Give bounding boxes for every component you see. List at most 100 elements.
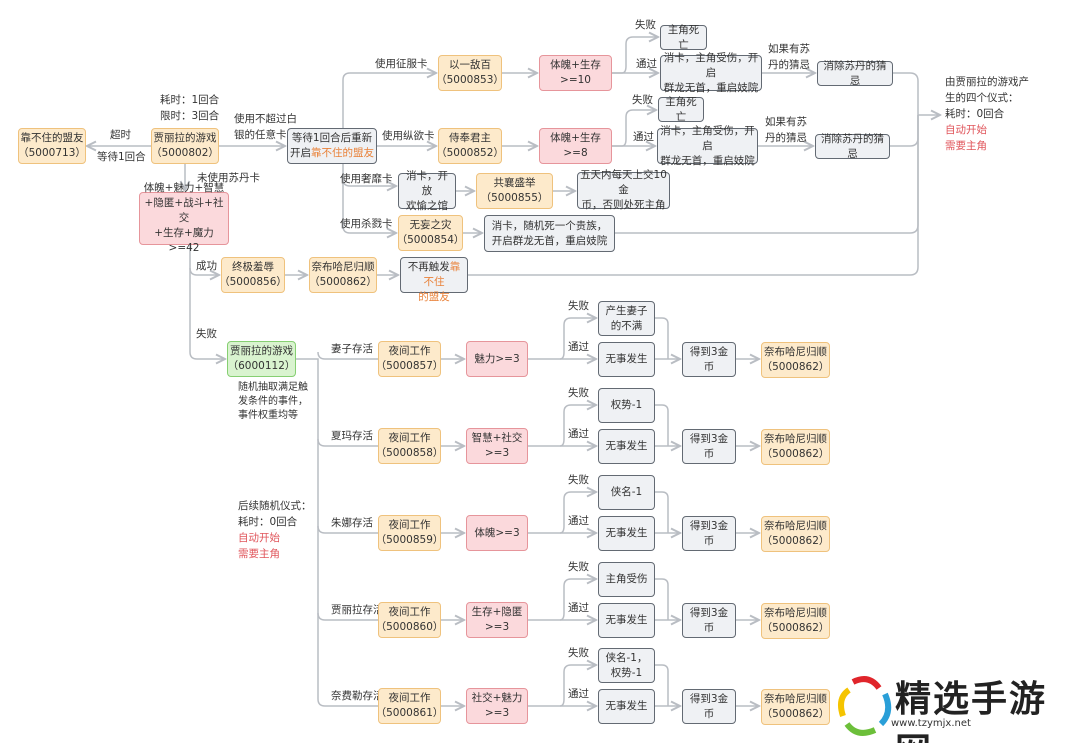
node-night-work: 夜间工作 （5000859） (376, 515, 443, 551)
node-reward: 得到3金币 (682, 342, 736, 377)
node-row-check: 生存+隐匿 >=3 (466, 602, 528, 638)
node-conquest-check: 体魄+生存>=10 (539, 55, 612, 91)
node-jalila-game-5000802: 贾丽拉的游戏 （5000802） (151, 128, 219, 164)
node-final: 奈布哈尼归顺 （5000862） (761, 516, 830, 552)
label-fail: 失败 (635, 19, 656, 31)
node-reward: 得到3金币 (682, 603, 736, 638)
label-fail-main: 失败 (196, 328, 217, 340)
label-kill-card: 使用杀戮卡 (340, 218, 393, 230)
label-fail: 失败 (568, 300, 589, 312)
node-pass-result: 无事发生 (598, 689, 655, 724)
label-lust-card: 使用纵欲卡 (382, 130, 435, 142)
node-kill-result: 消卡，随机死一个贵族， 开启群龙无首，重启妓院 (484, 215, 615, 252)
node-pass-result: 无事发生 (598, 603, 655, 638)
node-wait-restart: 等待1回合后重新 开启靠不住的盟友 (287, 128, 377, 164)
label-fail: 失败 (568, 561, 589, 573)
node-lust-event: 侍奉君主 （5000852） (436, 128, 504, 164)
node-lust-check: 体魄+生存>=8 (539, 128, 612, 164)
label-luxury-card: 使用奢靡卡 (340, 173, 393, 185)
watermark-title: 精选手游网 (895, 679, 1048, 743)
row-label: 夏玛存活 (331, 430, 373, 442)
watermark-logo-icon (838, 676, 892, 736)
node-final: 奈布哈尼归顺 （5000862） (761, 342, 830, 378)
node-pass-result: 消卡，主角受伤，开启 群龙无首，重启妓院 (657, 125, 758, 167)
node-pass-result: 无事发生 (598, 516, 655, 551)
label-suspicion: 如果有苏 丹的猜忌 (765, 116, 807, 144)
no-trigger-text: 不再触发 (407, 261, 450, 273)
node-pass-result: 无事发生 (598, 342, 655, 377)
node-fail-result: 权势-1 (598, 388, 655, 423)
row-label: 贾丽拉存活 (331, 604, 384, 616)
node-death: 主角死亡 (658, 96, 704, 123)
node-final: 奈布哈尼归顺 （5000862） (761, 689, 830, 725)
watermark-url: www.tzymjx.net (891, 718, 971, 729)
label-fail: 失败 (568, 387, 589, 399)
node-fail-result: 主角受伤 (598, 562, 655, 597)
node-reward: 得到3金币 (682, 689, 736, 724)
node-night-work: 夜间工作 （5000857） (376, 341, 443, 377)
node-kill-event: 无妄之灾 （5000854） (397, 215, 464, 251)
label-pass: 通过 (568, 428, 589, 440)
label-cost: 耗时：1回合 (160, 94, 220, 106)
node-night-work: 夜间工作 （5000858） (376, 428, 443, 464)
label-suspicion: 如果有苏 丹的猜忌 (768, 43, 810, 71)
node-fail-result: 侠名-1， 权势-1 (598, 648, 655, 683)
label-need-protagonist: 需要主角 (238, 548, 280, 560)
label-pass: 通过 (568, 602, 589, 614)
label-fail: 失败 (632, 94, 653, 106)
label-no-sultan-card: 未使用苏丹卡 (197, 172, 260, 184)
label-timeout: 超时 (110, 129, 131, 141)
node-unreliable-ally: 靠不住的盟友 （5000713） (18, 128, 86, 164)
node-reward: 得到3金币 (682, 516, 736, 551)
node-remove-suspicion: 消除苏丹的猜忌 (817, 60, 893, 87)
right-note-auto: 自动开始 (945, 124, 987, 136)
node-big-check: 体魄+魅力+智慧 +隐匿+战斗+社交 +生存+魔力>=42 (139, 182, 229, 254)
node-row-check: 体魄>=3 (466, 515, 528, 551)
node-final: 奈布哈尼归顺 （5000862） (761, 429, 830, 465)
node-pass-result: 消卡，主角受伤，开启 群龙无首，重启妓院 (660, 52, 762, 94)
label-fail: 失败 (568, 647, 589, 659)
wait-restart-text: 等待1回合后重新 开启 (290, 132, 373, 159)
label-random-desc: 随机抽取满足触 发条件的事件， 事件权重均等 (238, 382, 308, 421)
row-label: 妻子存活 (331, 343, 373, 355)
label-pass: 通过 (633, 131, 654, 143)
label-wait-one-round: 等待1回合 (97, 151, 146, 163)
node-pass-result: 无事发生 (598, 429, 655, 464)
node-death: 主角死亡 (660, 24, 707, 51)
right-note: 由贾丽拉的游戏产 生的四个仪式： 耗时：0回合 (945, 76, 1029, 120)
label-pass: 通过 (568, 515, 589, 527)
node-reward: 得到3金币 (682, 429, 736, 464)
node-luxury-event: 共襄盛举 （5000855） (476, 173, 553, 209)
node-remove-suspicion: 消除苏丹的猜忌 (815, 133, 890, 160)
no-trigger-ally: 靠不住 的盟友 (418, 261, 461, 303)
node-luxury-outcome: 五天内每天上交10金 币，否则处死主角 (577, 169, 670, 211)
node-row-check: 魅力>=3 (466, 341, 528, 377)
node-jalila-game-6000112: 贾丽拉的游戏 （6000112） (227, 341, 296, 377)
wait-restart-ally: 靠不住的盟友 (311, 147, 374, 159)
label-limit: 限时：3回合 (160, 110, 220, 122)
label-pass: 通过 (636, 58, 657, 70)
node-row-check: 智慧+社交 >=3 (466, 428, 528, 464)
label-conquest-card: 使用征服卡 (375, 58, 428, 70)
node-row-check: 社交+魅力 >=3 (466, 688, 528, 724)
node-luxury-result: 消卡，开放 欢愉之馆 (398, 170, 456, 212)
label-pass: 通过 (568, 341, 589, 353)
node-no-trigger: 不再触发靠不住 的盟友 (400, 257, 468, 303)
node-humiliation: 终极羞辱 （5000856） (219, 257, 287, 293)
row-label: 奈费勒存活 (331, 690, 384, 702)
node-night-work: 夜间工作 （5000861） (376, 688, 443, 724)
label-fail: 失败 (568, 474, 589, 486)
node-conquest-event: 以一敌百 （5000853） (436, 55, 504, 91)
watermark: 精选手游网 www.tzymjx.net (835, 668, 1080, 743)
label-auto-start: 自动开始 (238, 532, 280, 544)
label-follow-ritual: 后续随机仪式： 耗时：0回合 (238, 500, 312, 528)
node-nabhani: 奈布哈尼归顺 （5000862） (309, 257, 377, 293)
label-use-any-card: 使用不超过白 银的任意卡 (234, 113, 297, 141)
right-note-need-protagonist: 需要主角 (945, 140, 987, 152)
node-night-work: 夜间工作 （5000860） (376, 602, 443, 638)
node-fail-result: 侠名-1 (598, 475, 655, 510)
label-pass: 通过 (568, 688, 589, 700)
node-final: 奈布哈尼归顺 （5000862） (761, 603, 830, 639)
